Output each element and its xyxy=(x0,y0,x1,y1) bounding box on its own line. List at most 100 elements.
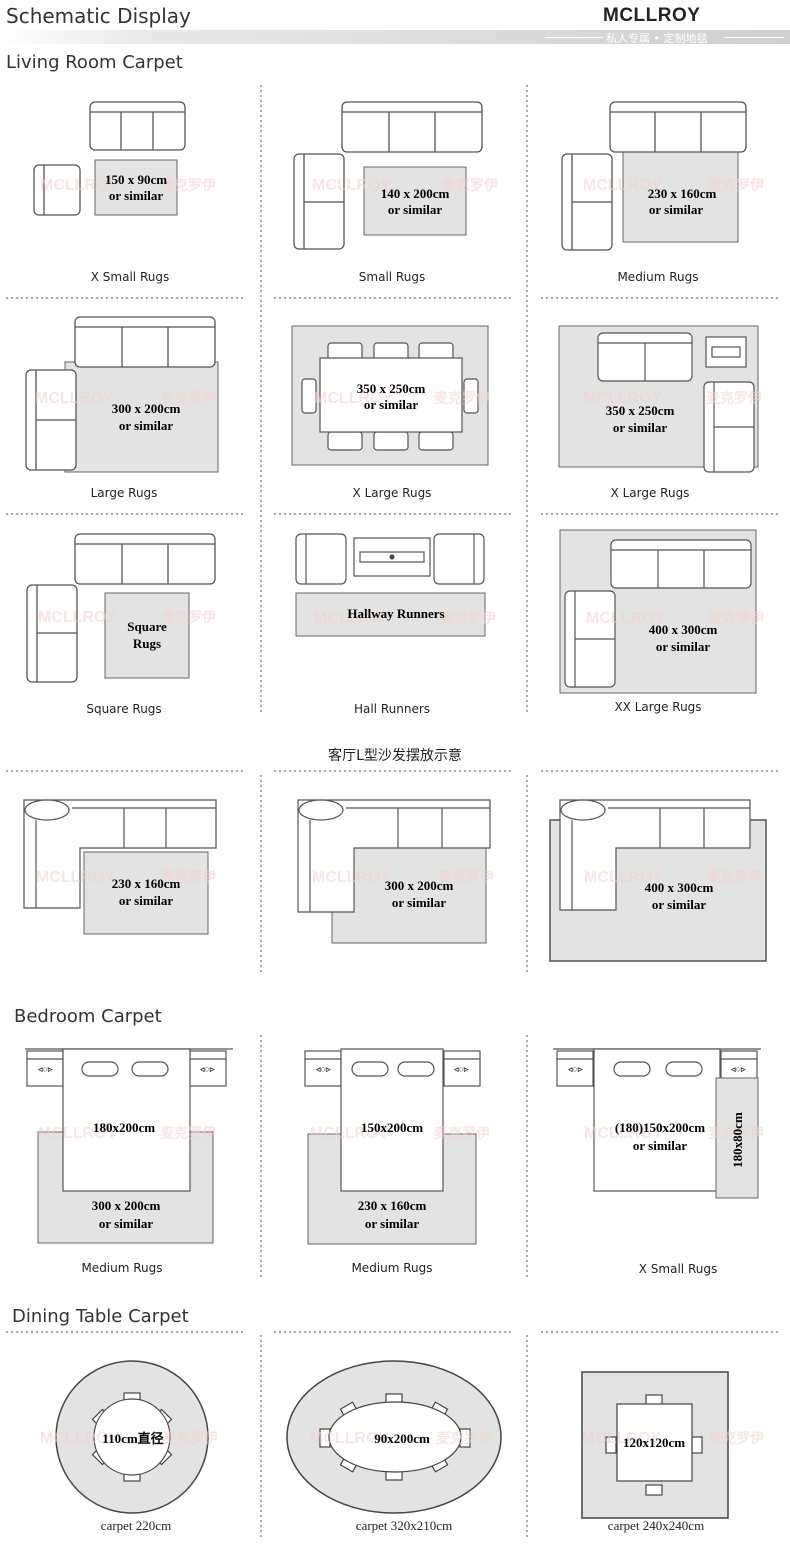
rug-size-note: or similar xyxy=(649,202,704,217)
watermark: MCLLROY xyxy=(312,869,391,886)
watermark: MCLLROY xyxy=(310,1430,389,1447)
diagram-x-large-rugs-dining: MCLLROY 麦克罗伊 350 x 250cm or similar xyxy=(291,325,490,466)
bed-size-label: (180)150x200cm xyxy=(615,1120,705,1135)
watermark: MCLLROY xyxy=(314,610,393,627)
rug-size-label: 350 x 250cm xyxy=(357,381,426,396)
watermark: 麦克罗伊 xyxy=(442,177,498,193)
rug-caption: X Large Rugs xyxy=(352,486,432,500)
rug-size-label: 400 x 300cm xyxy=(645,880,714,895)
rug-size-label: 230 x 160cm xyxy=(358,1198,427,1213)
watermark: 麦克罗伊 xyxy=(160,1125,216,1141)
watermark: MCLLROY xyxy=(583,177,662,194)
rug-size-note: or similar xyxy=(613,420,668,435)
watermark: MCLLROY xyxy=(40,1430,119,1447)
rug-size-label: 230 x 160cm xyxy=(112,876,181,891)
watermark: MCLLROY xyxy=(38,609,117,626)
watermark: MCLLROY xyxy=(38,1125,117,1142)
watermark: MCLLROY xyxy=(586,610,665,627)
section-title-dining: Dining Table Carpet xyxy=(12,1306,189,1327)
rug-size-label: 350 x 250cm xyxy=(606,403,675,418)
watermark: 麦克罗伊 xyxy=(706,869,762,885)
rug-size-note: or similar xyxy=(633,1138,688,1153)
rug-size-note: or similar xyxy=(365,1216,420,1231)
rug-caption: Hall Runners xyxy=(353,702,431,716)
rug-size-label: 400 x 300cm xyxy=(649,622,718,637)
table-size-label: 90x200cm xyxy=(374,1431,430,1446)
watermark: 麦克罗伊 xyxy=(434,390,490,406)
diagram-square-rugs: MCLLROY 麦克罗伊 Square Rugs xyxy=(26,533,216,683)
rug-size-note: or similar xyxy=(388,202,443,217)
watermark: 麦克罗伊 xyxy=(160,869,216,885)
diagram-x-large-rugs-sofa: MCLLROY 麦克罗伊 350 x 250cm or similar xyxy=(558,325,762,473)
watermark: MCLLROY xyxy=(36,869,115,886)
diagram-hallway-runners: MCLLROY 麦克罗伊 Hallway Runners xyxy=(295,533,496,637)
rug-size-note: or similar xyxy=(656,639,711,654)
rug-size-note: or similar xyxy=(119,893,174,908)
rug-caption: carpet 220cm xyxy=(100,1518,172,1533)
tagline-line-right xyxy=(724,37,784,38)
rug-size-note: or similar xyxy=(652,897,707,912)
watermark: MCLLROY xyxy=(40,177,119,194)
rug-size-note: or similar xyxy=(109,188,164,203)
rug-size-note: Rugs xyxy=(133,636,161,651)
watermark: MCLLROY xyxy=(314,390,393,407)
watermark: 麦克罗伊 xyxy=(440,610,496,626)
watermark: MCLLROY xyxy=(35,390,114,407)
rug-size-note: or similar xyxy=(364,397,419,412)
watermark: 麦克罗伊 xyxy=(706,390,762,406)
rug-size-note: or similar xyxy=(392,895,447,910)
svg-text:◃○▹: ◃○▹ xyxy=(730,1064,746,1074)
rug-caption: carpet 240x240cm xyxy=(607,1518,705,1533)
svg-text:◃○▹: ◃○▹ xyxy=(453,1064,469,1074)
rug-size-label: Square xyxy=(127,619,167,634)
watermark: 麦克罗伊 xyxy=(160,609,216,625)
rug-size-label: 180x80cm xyxy=(730,1112,745,1168)
watermark: 麦克罗伊 xyxy=(436,1430,492,1446)
watermark: MCLLROY xyxy=(310,1125,389,1142)
watermark: MCLLROY xyxy=(584,1125,663,1142)
watermark: 麦克罗伊 xyxy=(708,177,764,193)
watermark: MCLLROY xyxy=(583,390,662,407)
rug-caption: carpet 320x210cm xyxy=(355,1518,453,1533)
rug-caption: Medium Rugs xyxy=(81,1261,163,1275)
watermark: 麦克罗伊 xyxy=(438,869,494,885)
rug-caption: Small Rugs xyxy=(358,270,426,284)
watermark: 麦克罗伊 xyxy=(162,1430,218,1446)
svg-text:◃○▹: ◃○▹ xyxy=(315,1064,331,1074)
header-bar xyxy=(0,30,790,44)
rug-caption: Medium Rugs xyxy=(351,1261,433,1275)
diagram-xx-large-rugs: MCLLROY 麦克罗伊 400 x 300cm or similar xyxy=(559,529,764,694)
rug-size-label: 150 x 90cm xyxy=(105,172,167,187)
rug-caption: X Small Rugs xyxy=(638,1262,718,1276)
rug-size-label: 300 x 200cm xyxy=(92,1198,161,1213)
rug-caption: Large Rugs xyxy=(90,486,158,500)
section-title-living: Living Room Carpet xyxy=(6,52,183,73)
watermark: 麦克罗伊 xyxy=(160,390,216,406)
watermark: MCLLROY xyxy=(312,177,391,194)
rug-size-label: Hallway Runners xyxy=(347,606,444,621)
brand-logo: MCLLROY xyxy=(603,5,701,26)
watermark: 麦克罗伊 xyxy=(708,610,764,626)
watermark: MCLLROY xyxy=(582,1430,661,1447)
rug-caption: XX Large Rugs xyxy=(614,700,702,714)
diagram-bedroom-180x80: ◃○▹ ◃○▹ MCLLROY 麦克罗伊 (180)150x200cm or sim… xyxy=(553,1048,764,1199)
bed-size-label: 180x200cm xyxy=(93,1120,155,1135)
watermark: 麦克罗伊 xyxy=(708,1125,764,1141)
svg-text:◃○▹: ◃○▹ xyxy=(37,1064,53,1074)
tagline-line-left xyxy=(545,37,603,38)
watermark: 麦克罗伊 xyxy=(708,1430,764,1446)
rug-caption: X Large Rugs xyxy=(610,486,690,500)
rug-caption: X Small Rugs xyxy=(90,270,170,284)
svg-text:◃○▹: ◃○▹ xyxy=(567,1064,583,1074)
rug-size-label: 300 x 200cm xyxy=(385,878,454,893)
